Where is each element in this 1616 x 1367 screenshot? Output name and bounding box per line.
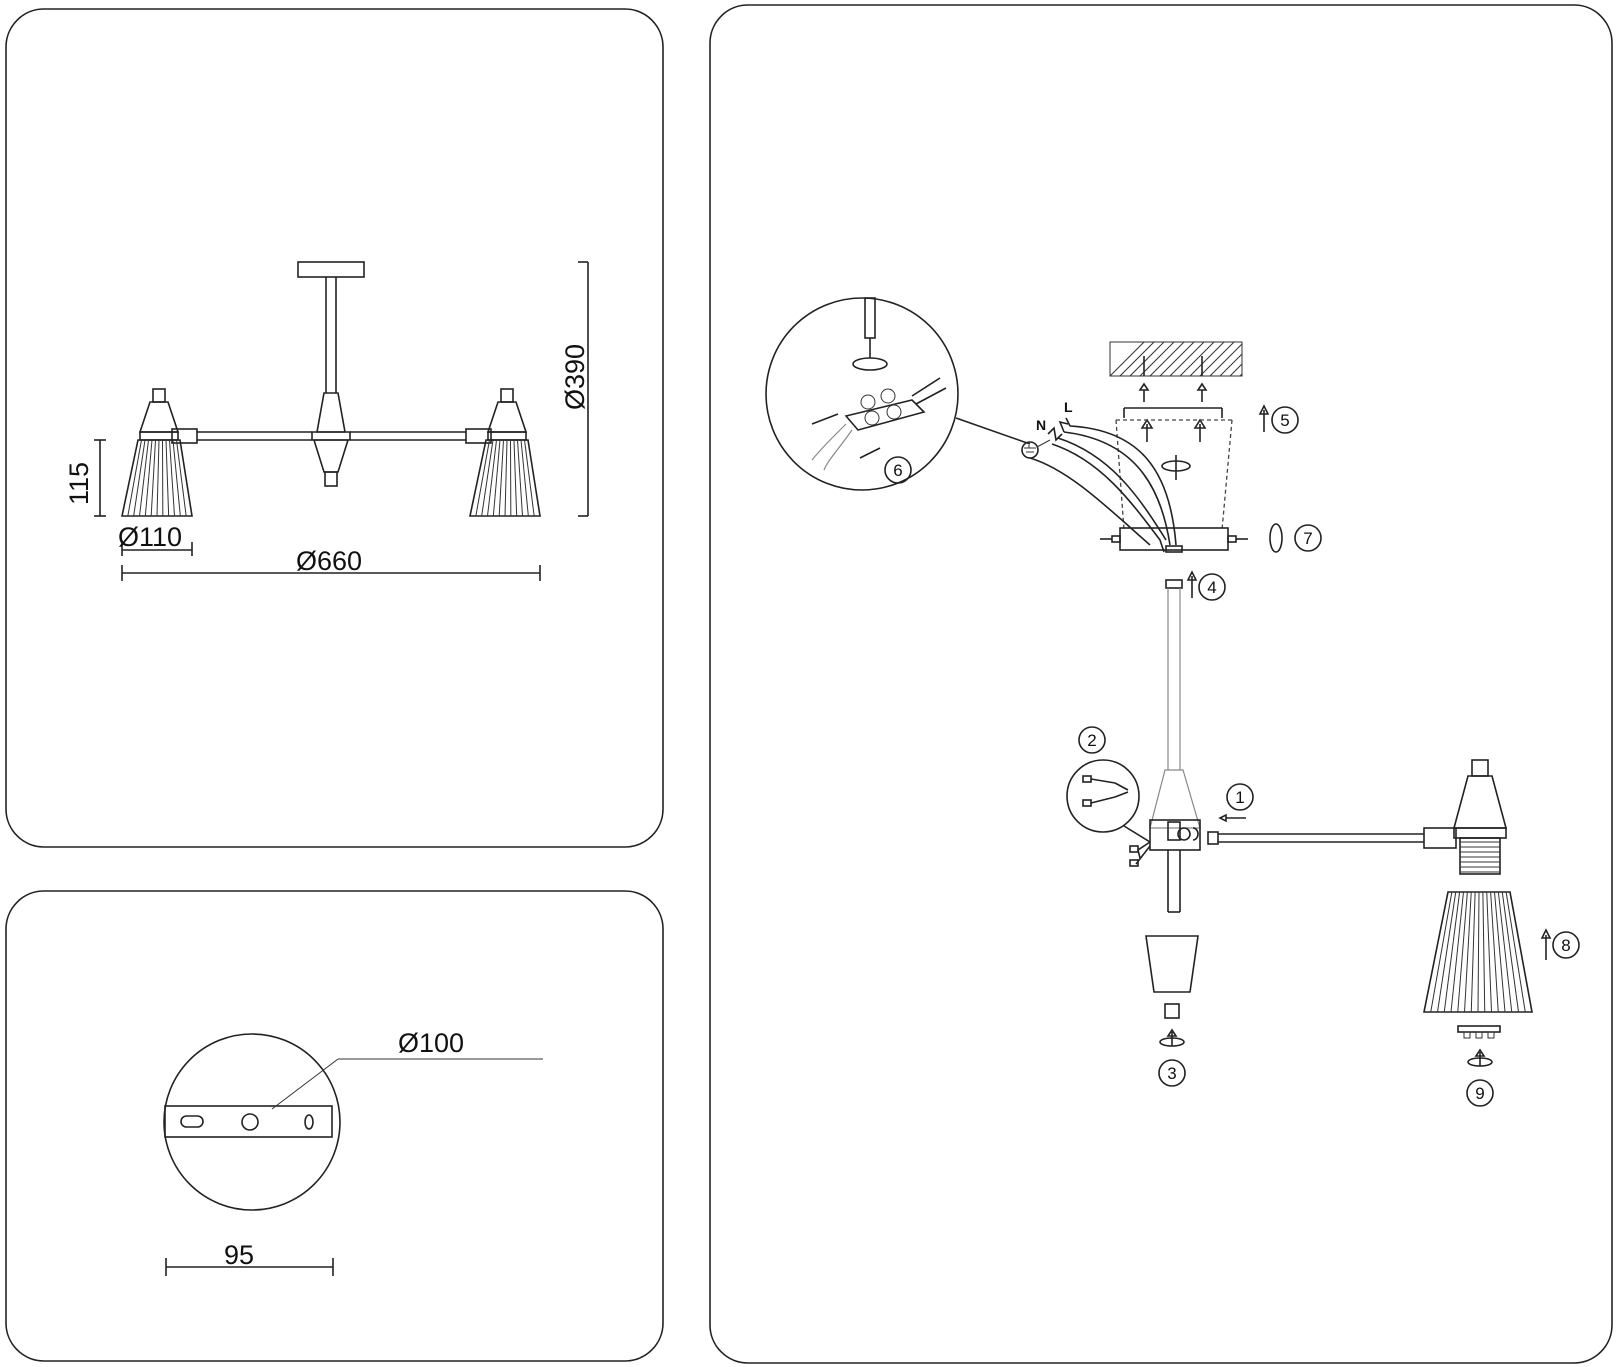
mounting-bracket (1123, 382, 1223, 442)
chandelier-drawing (121, 261, 541, 517)
dimension-lines (94, 261, 589, 581)
canopy-dashed-outline (1115, 419, 1233, 531)
dim-height-total: Ø390 (560, 344, 590, 410)
dim-bracket-width: 95 (224, 1240, 254, 1270)
shade-ring (1457, 1025, 1501, 1067)
lamp-arm (1207, 813, 1457, 849)
dim-overall-diameter: Ø660 (296, 546, 362, 576)
panel-dimensions (5, 8, 664, 848)
terminal-detail-circle (765, 297, 1031, 491)
label-live: L (1064, 399, 1073, 415)
panel-canopy (5, 890, 664, 1362)
body-cone (1129, 769, 1201, 913)
step-5: 5 (1280, 411, 1289, 430)
step-arrows (852, 357, 1283, 598)
step-3: 3 (1167, 1064, 1176, 1083)
step-7: 7 (1303, 529, 1312, 548)
step-8: 8 (1561, 936, 1570, 955)
step-9: 9 (1475, 1084, 1484, 1103)
bottom-finial (1145, 935, 1199, 1047)
dim-shade-height: 115 (64, 462, 94, 505)
wiring-detail-circle (1066, 759, 1151, 843)
canopy-plate-drawing (163, 1033, 543, 1276)
ceiling-canopy (1100, 527, 1248, 553)
step-4: 4 (1207, 578, 1216, 597)
step-numbers (884, 406, 1580, 1107)
step-6: 6 (893, 461, 902, 480)
down-rod (1165, 579, 1183, 770)
ceiling-hatch (1109, 341, 1243, 377)
lamp-holder (1452, 759, 1508, 875)
label-neutral: N (1036, 417, 1046, 433)
step-1: 1 (1235, 788, 1244, 807)
dim-canopy-diameter: Ø100 (398, 1028, 464, 1058)
panel-assembly (709, 4, 1613, 1364)
step-2: 2 (1087, 731, 1096, 750)
dim-shade-diameter: Ø110 (118, 522, 182, 552)
lamp-shade (1423, 891, 1552, 1013)
supply-wires (1021, 417, 1177, 553)
